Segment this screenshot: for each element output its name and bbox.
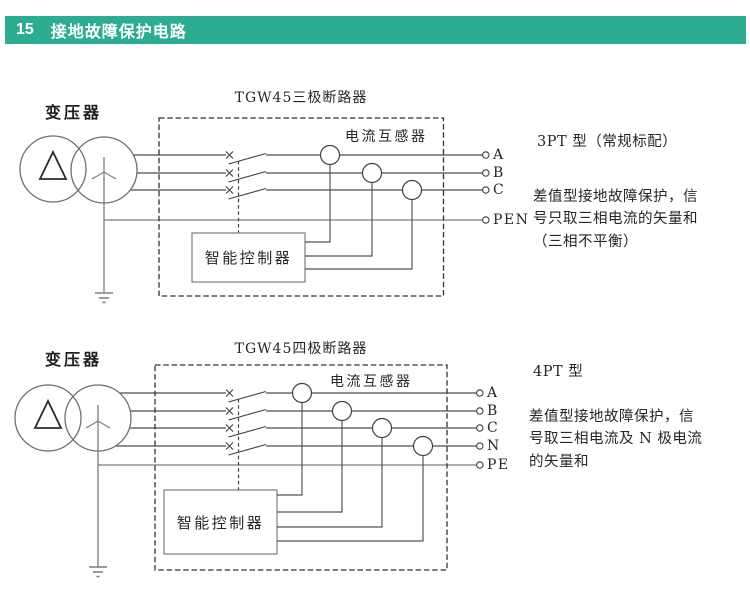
- delta-symbol: [33, 398, 63, 429]
- controller-label: 智能控制器: [176, 513, 265, 532]
- terminal-label-n: N: [487, 438, 500, 454]
- terminal-icon: [476, 407, 484, 415]
- delta-winding: [14, 384, 82, 452]
- transformer-icon: [19, 135, 138, 304]
- terminal-label-a: A: [493, 147, 504, 163]
- terminal-circles: [476, 389, 484, 469]
- ct-wires: [277, 402, 424, 542]
- wye-symbol: [85, 405, 111, 567]
- breaker-enclosure: [154, 364, 448, 571]
- terminal-label-pe: PE: [487, 457, 510, 473]
- ct-icon: [331, 400, 353, 422]
- section-header: 15 接地故障保护电路: [5, 16, 746, 44]
- terminal-icon: [482, 186, 490, 194]
- terminal-label-c: C: [487, 420, 498, 436]
- diagram-4pt: [14, 364, 484, 578]
- ct-icons: [291, 382, 434, 457]
- ct-icon: [412, 435, 434, 457]
- ct-icon: [361, 162, 383, 184]
- ct-icon: [291, 382, 313, 404]
- delta-symbol: [38, 149, 68, 180]
- controller-box: [163, 489, 278, 555]
- ct-icon: [319, 144, 341, 166]
- ground-icon: [95, 292, 113, 304]
- terminal-label-a: A: [487, 385, 498, 401]
- transformer-label: 变压器: [45, 352, 103, 369]
- terminal-label-pen: PEN: [493, 212, 530, 228]
- breaker-enclosure: [158, 117, 445, 297]
- phase-lines: [130, 154, 483, 191]
- controller-box: [191, 232, 306, 283]
- breaker-poles: [225, 151, 267, 200]
- description-line: 的矢量和: [529, 454, 589, 470]
- terminal-icon: [482, 216, 490, 224]
- terminal-icon: [476, 424, 484, 432]
- ct-wires: [305, 164, 413, 270]
- wye-symbol: [91, 157, 117, 293]
- ground-icon: [89, 566, 107, 578]
- terminal-icon: [476, 442, 484, 450]
- breaker-poles: [225, 389, 267, 456]
- terminal-icon: [476, 389, 484, 397]
- terminal-icon: [476, 461, 484, 469]
- transformer-label: 变压器: [45, 105, 103, 122]
- terminal-label-b: B: [493, 165, 504, 181]
- breaker-title: TGW45四极断路器: [234, 341, 368, 357]
- phase-lines: [116, 392, 477, 447]
- breaker-title: TGW45三极断路器: [234, 90, 368, 106]
- terminal-label-c: C: [493, 182, 504, 198]
- ct-icon: [371, 417, 393, 439]
- description-line: 号只取三相电流的矢量和: [533, 211, 698, 227]
- description-line: 号取三相电流及 N 极电流: [529, 431, 703, 447]
- diagram-3pt: [19, 117, 490, 304]
- ct-label: 电流互感器: [345, 129, 428, 145]
- description-line: 差值型接地故障保护，信: [533, 189, 698, 205]
- delta-winding: [19, 135, 87, 203]
- ct-icon: [401, 179, 423, 201]
- description-line: 差值型接地故障保护，信: [529, 409, 694, 425]
- terminal-icon: [482, 151, 490, 159]
- description-line: （三相不平衡）: [533, 234, 638, 250]
- section-title: 接地故障保护电路: [50, 24, 187, 41]
- terminal-label-b: B: [487, 403, 498, 419]
- type-label: 4PT 型: [533, 364, 584, 380]
- controller-label: 智能控制器: [204, 249, 293, 267]
- section-number: 15: [16, 21, 34, 38]
- terminal-circles: [482, 151, 490, 224]
- type-label: 3PT 型（常规标配）: [537, 134, 678, 150]
- ct-label: 电流互感器: [330, 374, 413, 390]
- transformer-icon: [14, 384, 132, 578]
- terminal-icon: [482, 169, 490, 177]
